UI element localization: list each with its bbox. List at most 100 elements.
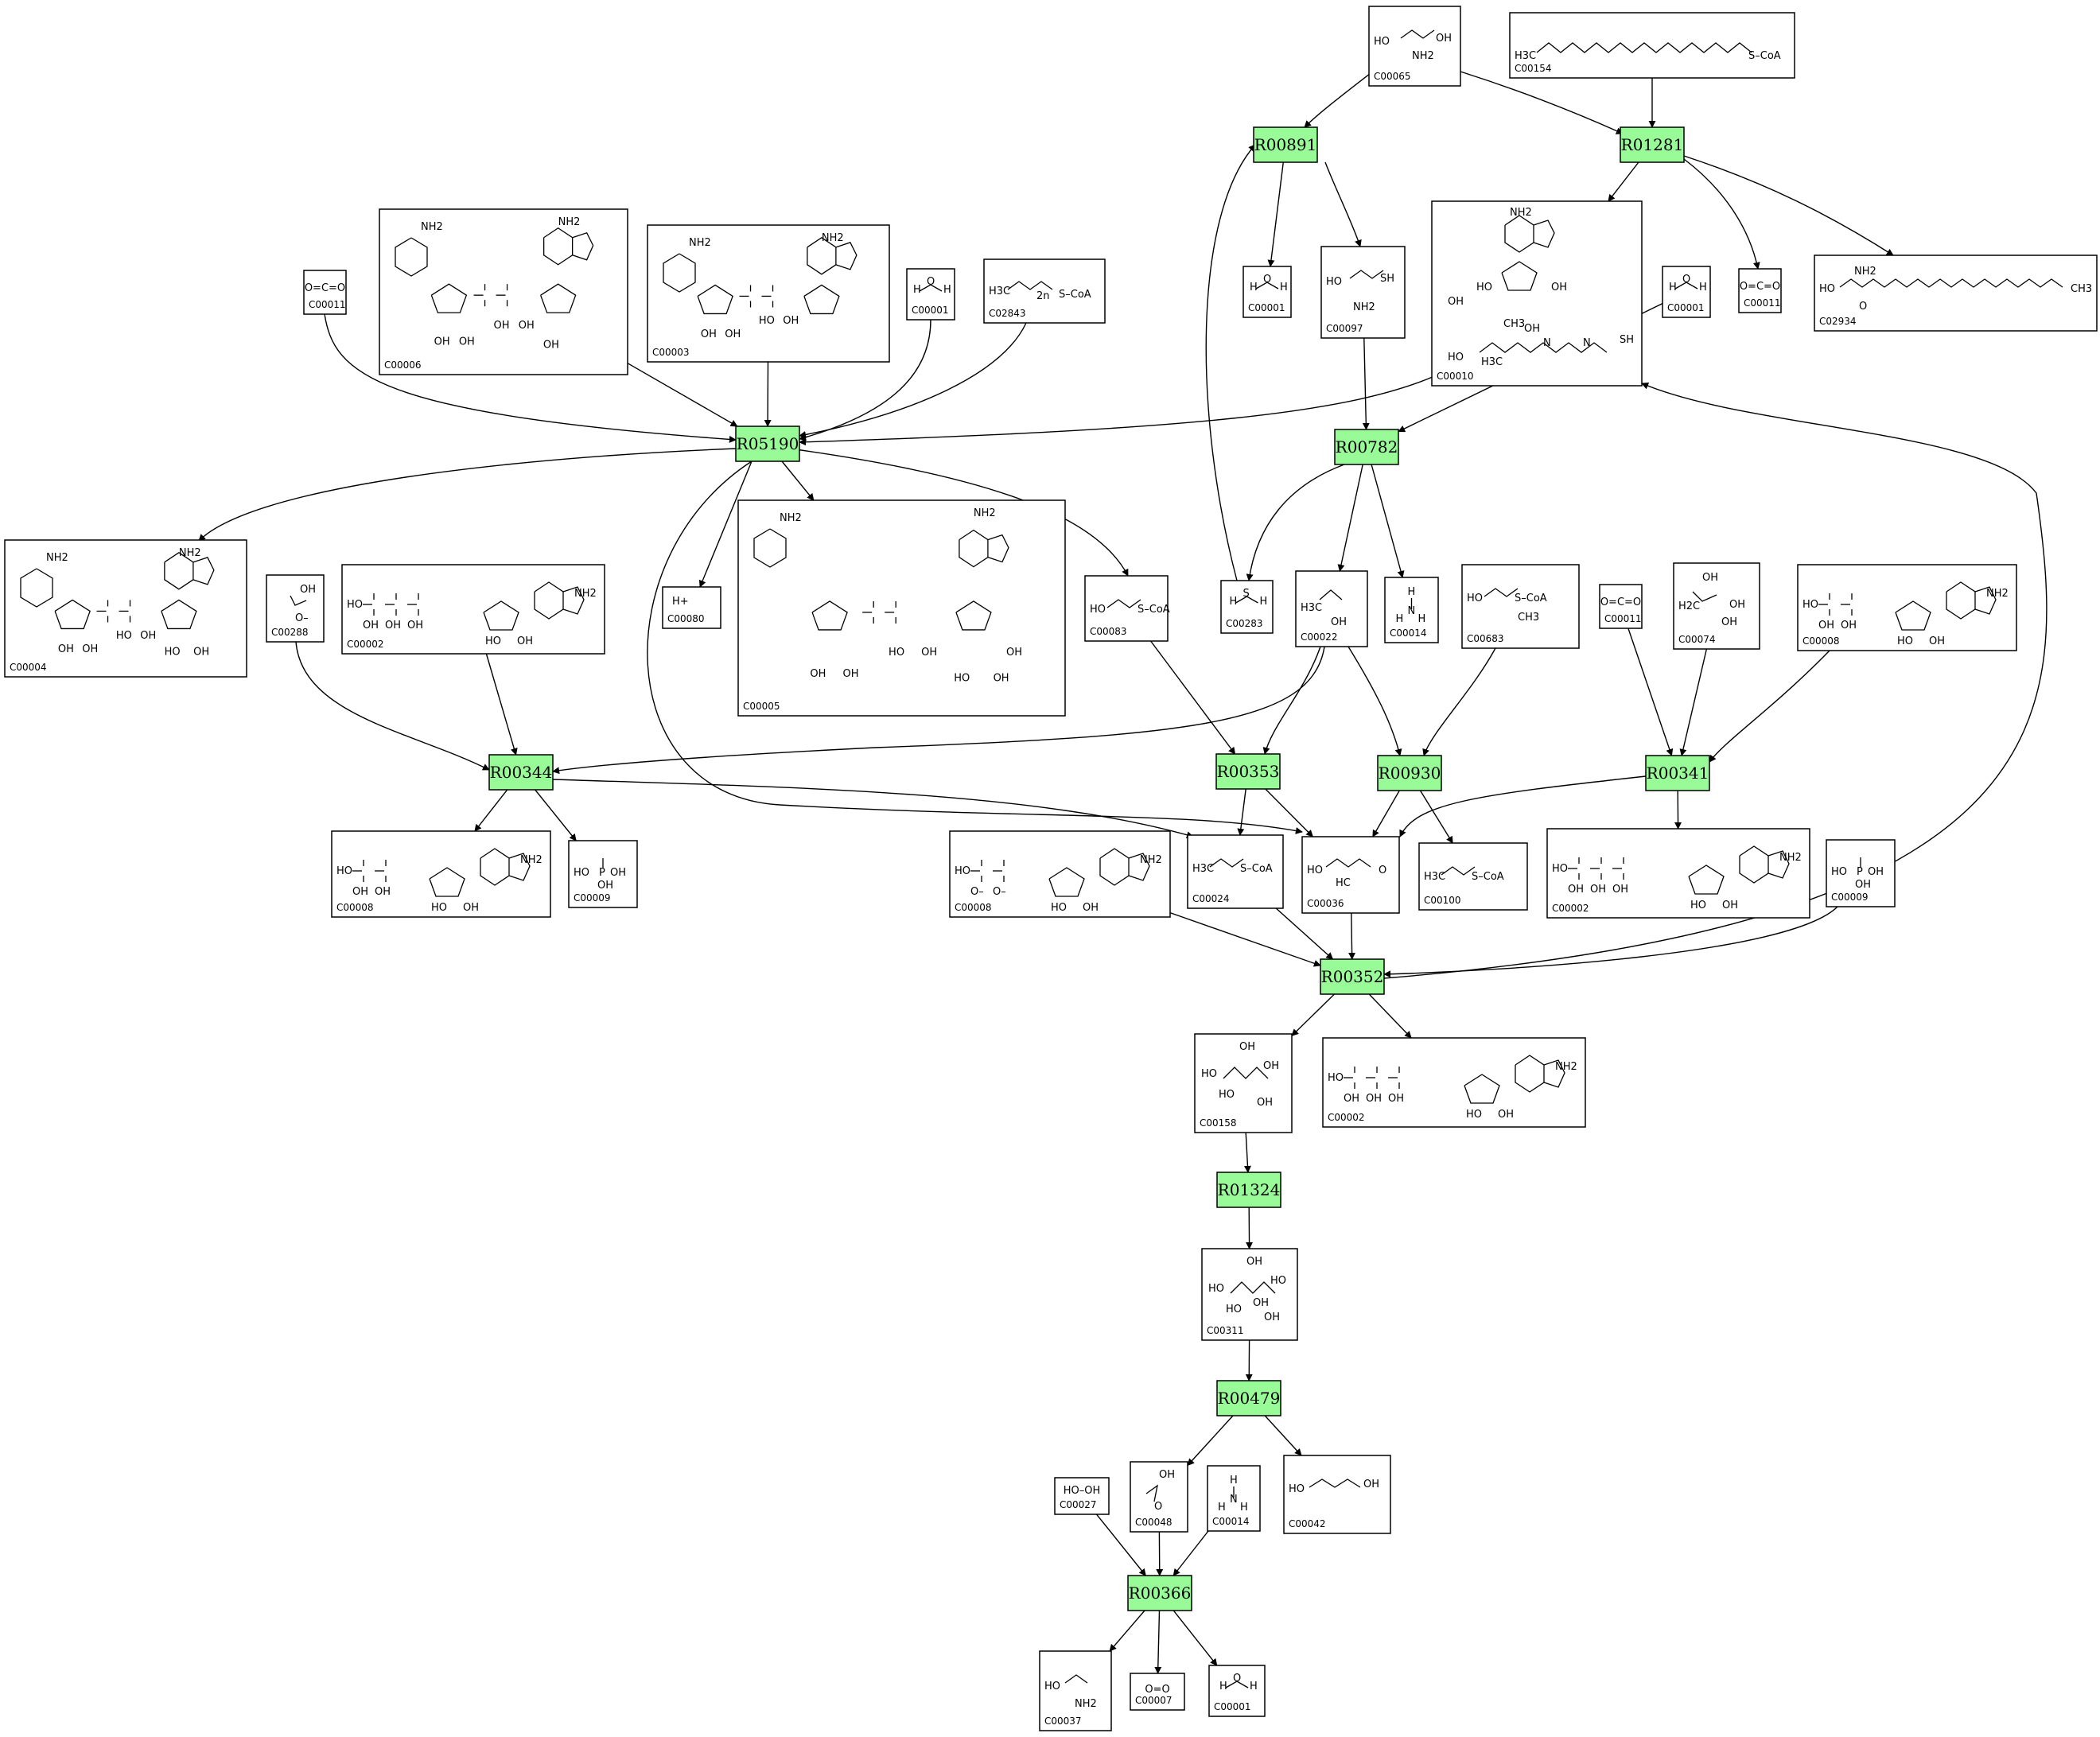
reaction-label: R00479 (1218, 1389, 1281, 1408)
compound-id-label: C00097 (1326, 323, 1363, 334)
c00010-atom-3: OH (1448, 296, 1464, 308)
c00010-atom-1: OH (1551, 282, 1567, 293)
c00008b-atom-4: HO (1897, 635, 1913, 647)
reaction-r05190[interactable]: R05190 (735, 426, 800, 462)
c00158-atom-0: HO (1201, 1068, 1217, 1080)
c00002b-atom-2: OH (1590, 884, 1606, 896)
c00006-atom-6: OH (543, 340, 559, 352)
compound-id-label: C00311 (1207, 1325, 1244, 1336)
c00006-atom-5: OH (519, 320, 535, 332)
edge-R00479-to-c00042 (1264, 1415, 1302, 1456)
reaction-r00352[interactable]: R00352 (1320, 958, 1385, 995)
c00004-atom-1: NH2 (179, 547, 201, 559)
reaction-r00353[interactable]: R00353 (1215, 753, 1281, 790)
c00001c-atom-1: O (1682, 274, 1690, 286)
compound-box (1797, 564, 2017, 651)
compound-box (647, 224, 890, 363)
compound-box (1301, 836, 1400, 914)
compound-id-label: C00002 (1552, 903, 1589, 914)
edge-c00158-to-R01324 (1243, 1132, 1251, 1173)
edge-R00930-to-c00100 (1419, 790, 1453, 844)
c00008b-atom-3: NH2 (1986, 588, 2009, 600)
compound-box (1054, 1477, 1110, 1515)
compound-id-label: C00001 (1214, 1701, 1251, 1712)
edge-c00011a-to-R05190 (324, 313, 737, 443)
c00002b-atom-6: OH (1722, 900, 1738, 911)
c00683-atom-0: HO (1467, 593, 1483, 604)
c00001a-atom-2: H (943, 284, 951, 296)
reaction-r01324[interactable]: R01324 (1216, 1172, 1281, 1208)
c00004-atom-2: OH (58, 643, 74, 655)
reaction-r01281[interactable]: R01281 (1620, 126, 1685, 163)
compound-id-label: C00006 (384, 359, 422, 371)
c00002c-atom-0: HO (1328, 1072, 1344, 1084)
compound-c00080[interactable]: H+C00080 (662, 586, 721, 629)
c00005-atom-1: NH2 (974, 507, 996, 519)
c02843-atom-0: H3C (989, 286, 1010, 297)
c00009b-atom-0: HO (1831, 866, 1847, 878)
reaction-r00479[interactable]: R00479 (1216, 1380, 1281, 1416)
reaction-r00930[interactable]: R00930 (1377, 755, 1442, 791)
c00024-atom-0: H3C (1192, 863, 1214, 875)
reaction-label: R00782 (1336, 437, 1398, 457)
c00010-atom-10: SH (1620, 334, 1634, 346)
reaction-box (1334, 429, 1399, 465)
c00008b-atom-0: HO (1802, 599, 1818, 611)
reaction-r00782[interactable]: R00782 (1334, 429, 1399, 465)
c00009b-atom-1: OH (1868, 866, 1884, 878)
c00158-atom-2: HO (1219, 1089, 1235, 1101)
c00006-atom-2: OH (434, 336, 450, 348)
c00004-atom-7: OH (193, 646, 209, 658)
reaction-r00366[interactable]: R00366 (1127, 1575, 1192, 1611)
compound-box (303, 270, 347, 315)
compound-c00288[interactable]: OHO–C00288 (266, 574, 325, 643)
reaction-r00341[interactable]: R00341 (1645, 755, 1710, 791)
reaction-r00891[interactable]: R00891 (1253, 126, 1318, 163)
c00008a-atom-0: HO (336, 865, 352, 877)
c00311-atom-5: OH (1253, 1297, 1269, 1309)
reaction-r00344[interactable]: R00344 (488, 754, 554, 791)
